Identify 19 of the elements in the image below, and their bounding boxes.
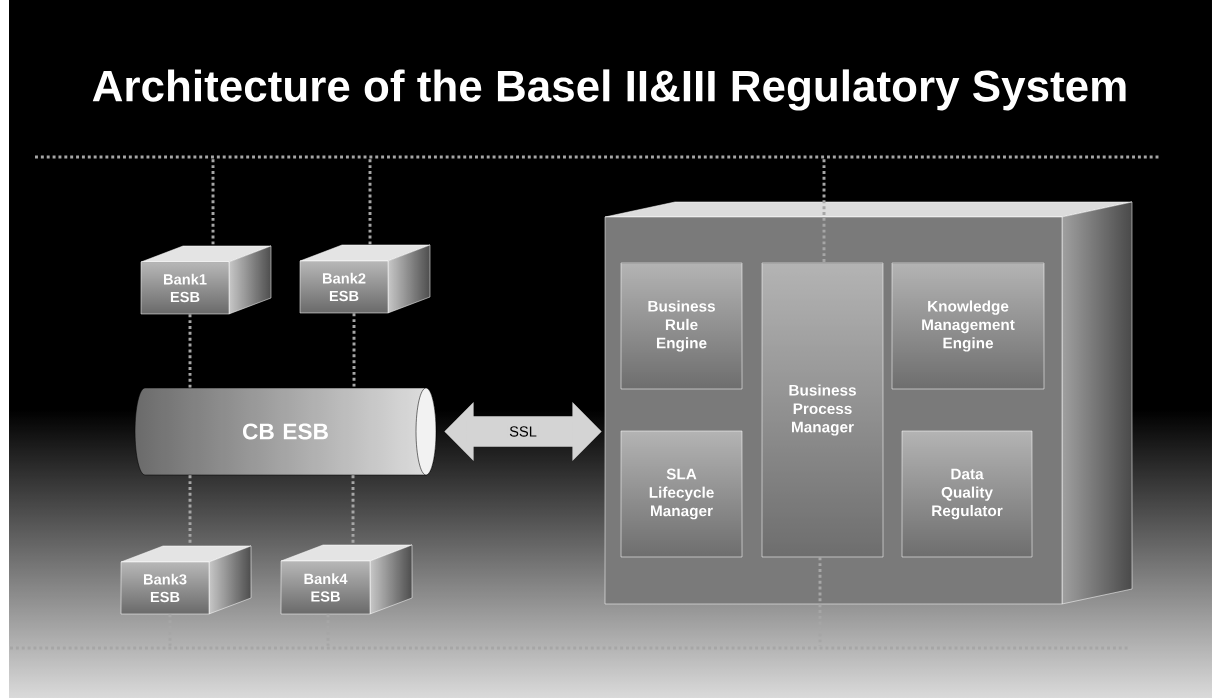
module-box: Business Rule Engine	[620, 262, 743, 390]
dotted-connector	[822, 159, 826, 263]
cylinder: CB ESB	[134, 387, 437, 476]
dotted-connector	[352, 313, 356, 388]
dotted-connector	[368, 159, 372, 245]
module-box: SLA Lifecycle Manager	[620, 430, 743, 558]
module-box: Business Process Manager	[761, 262, 884, 558]
cube-box: Bank4 ESB	[280, 544, 413, 615]
dotted-connector	[188, 475, 192, 546]
module-box: Data Quality Regulator	[901, 430, 1033, 558]
cube-box: Bank3 ESB	[120, 545, 252, 615]
dotted-connector	[188, 314, 192, 388]
title: Architecture of the Basel II&III Regulatory System	[92, 69, 1126, 111]
cube-box: Bank2 ESB	[299, 244, 431, 314]
dotted-connector	[351, 475, 355, 545]
dotted-connector	[211, 159, 215, 246]
bus-line	[35, 155, 1160, 159]
module-box: Knowledge Management Engine	[891, 262, 1045, 390]
cube-box: Bank1 ESB	[140, 245, 272, 315]
